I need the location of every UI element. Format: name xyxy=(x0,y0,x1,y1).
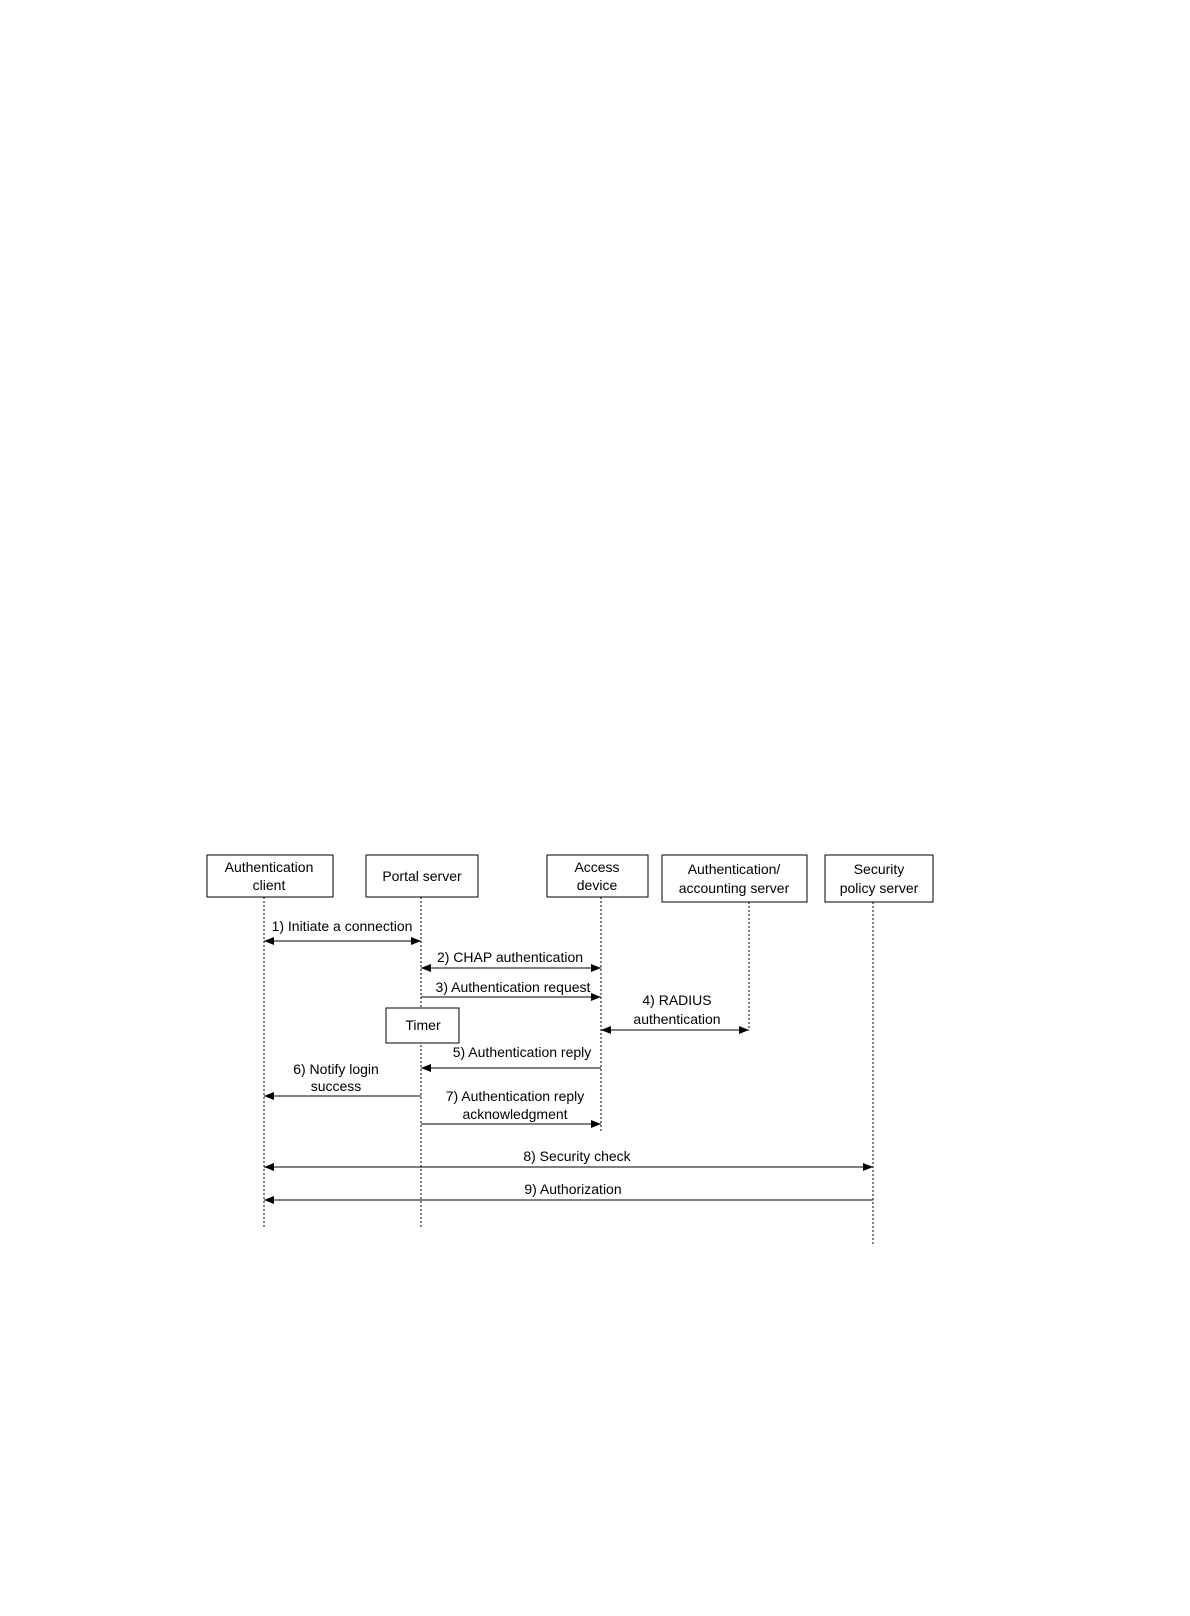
message-label-line: 7) Authentication reply xyxy=(446,1088,585,1104)
message-label-line: 3) Authentication request xyxy=(436,979,591,995)
message-7-authentication-reply-acknowledgment: 7) Authentication reply acknowledgment xyxy=(421,1088,601,1128)
participant-label-line: Authentication xyxy=(225,859,314,875)
message-label-line: 9) Authorization xyxy=(524,1181,621,1197)
timer-box: Timer xyxy=(385,1007,460,1044)
participant-portal-server: Portal server xyxy=(365,854,479,898)
participant-security-policy-server: Security policy server xyxy=(824,854,934,903)
participant-label-line: Access xyxy=(574,859,619,875)
message-label-line: authentication xyxy=(633,1011,720,1027)
participant-label-line: client xyxy=(253,877,286,893)
message-label-line: 5) Authentication reply xyxy=(453,1044,592,1060)
message-6-notify-login-success: 6) Notify login success xyxy=(264,1061,421,1100)
participant-label-line: device xyxy=(577,877,618,893)
message-label-line: acknowledgment xyxy=(462,1106,567,1122)
message-4-radius-authentication: 4) RADIUS authentication xyxy=(601,992,749,1034)
message-5-authentication-reply: 5) Authentication reply xyxy=(421,1044,601,1072)
message-9-authorization: 9) Authorization xyxy=(264,1181,873,1204)
message-label-line: 8) Security check xyxy=(523,1148,631,1164)
participant-aaa-server: Authentication/ accounting server xyxy=(661,854,808,903)
message-8-security-check: 8) Security check xyxy=(264,1148,873,1171)
participant-authentication-client: Authentication client xyxy=(206,854,334,898)
participant-access-device: Access device xyxy=(546,854,649,898)
message-label-line: 1) Initiate a connection xyxy=(272,918,413,934)
message-1-initiate-connection: 1) Initiate a connection xyxy=(264,918,421,945)
message-label-line: 4) RADIUS xyxy=(642,992,711,1008)
participant-label-line: Authentication/ xyxy=(688,861,781,877)
timer-label: Timer xyxy=(405,1017,441,1033)
participant-label-line: accounting server xyxy=(679,880,790,896)
message-2-chap-authentication: 2) CHAP authentication xyxy=(421,949,601,972)
participant-label-line: policy server xyxy=(840,880,919,896)
message-label-line: 6) Notify login xyxy=(293,1061,379,1077)
message-label-line: success xyxy=(311,1078,362,1094)
message-label-line: 2) CHAP authentication xyxy=(437,949,583,965)
participant-label-line: Security xyxy=(854,861,905,877)
participant-label-line: Portal server xyxy=(382,868,462,884)
message-3-authentication-request: 3) Authentication request xyxy=(421,979,601,1001)
